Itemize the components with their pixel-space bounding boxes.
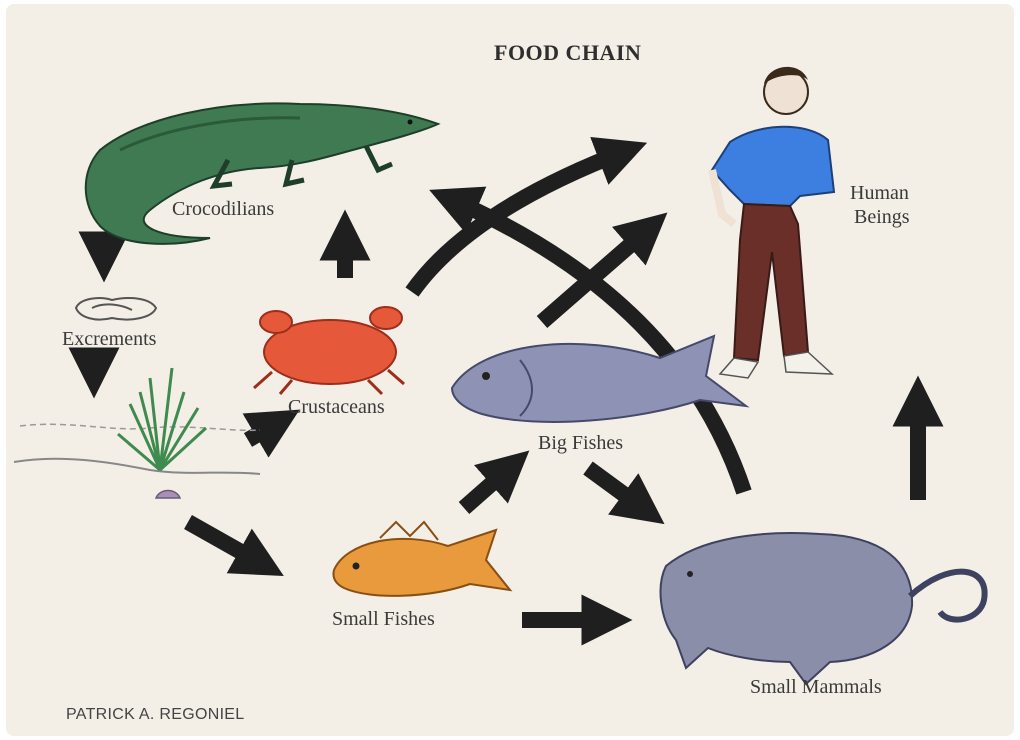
- label-crustaceans: Crustaceans: [288, 396, 385, 419]
- label-crocodilians: Crocodilians: [172, 198, 274, 221]
- label-human-beings-line1: Human: [850, 182, 909, 205]
- label-human-beings-line2: Beings: [854, 206, 910, 229]
- label-small-mammals: Small Mammals: [750, 676, 882, 699]
- author-credit: PATRICK A. REGONIEL: [66, 706, 244, 724]
- diagram-title: FOOD CHAIN: [494, 40, 641, 66]
- label-excrements: Excrements: [62, 328, 156, 351]
- label-small-fishes: Small Fishes: [332, 608, 435, 631]
- label-big-fishes: Big Fishes: [538, 432, 623, 455]
